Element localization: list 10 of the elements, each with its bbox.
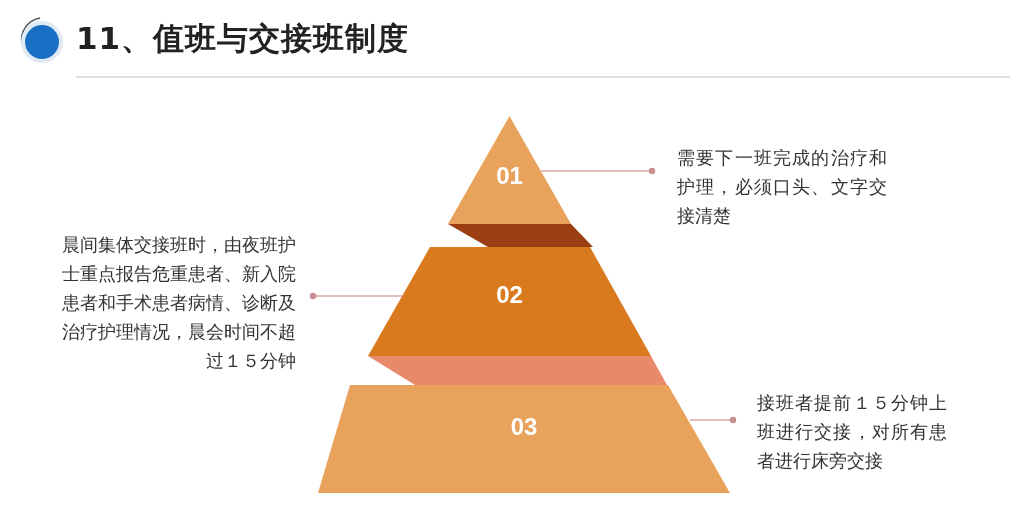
leader-line bbox=[309, 292, 403, 300]
tier-number: 02 bbox=[495, 281, 524, 309]
title: 11、值班与交接班制度 bbox=[76, 19, 410, 58]
description-text: 接班者提前１５分钟上班进行交接，对所有患者进行床旁交接 bbox=[757, 391, 947, 473]
description-text: 晨间集体交接班时，由夜班护士重点报告危重患者、新入院患者和手术患者病情、诊断及治疗护理情况，晨会时间不超过１５分钟 bbox=[61, 233, 296, 373]
tier-number: 03 bbox=[509, 413, 539, 441]
leader-line bbox=[540, 167, 656, 175]
description-text: 需要下一班完成的治疗和护理，必须口头、文字交接清楚 bbox=[677, 146, 887, 228]
leader-line bbox=[689, 416, 737, 424]
tier-number: 01 bbox=[495, 162, 524, 190]
